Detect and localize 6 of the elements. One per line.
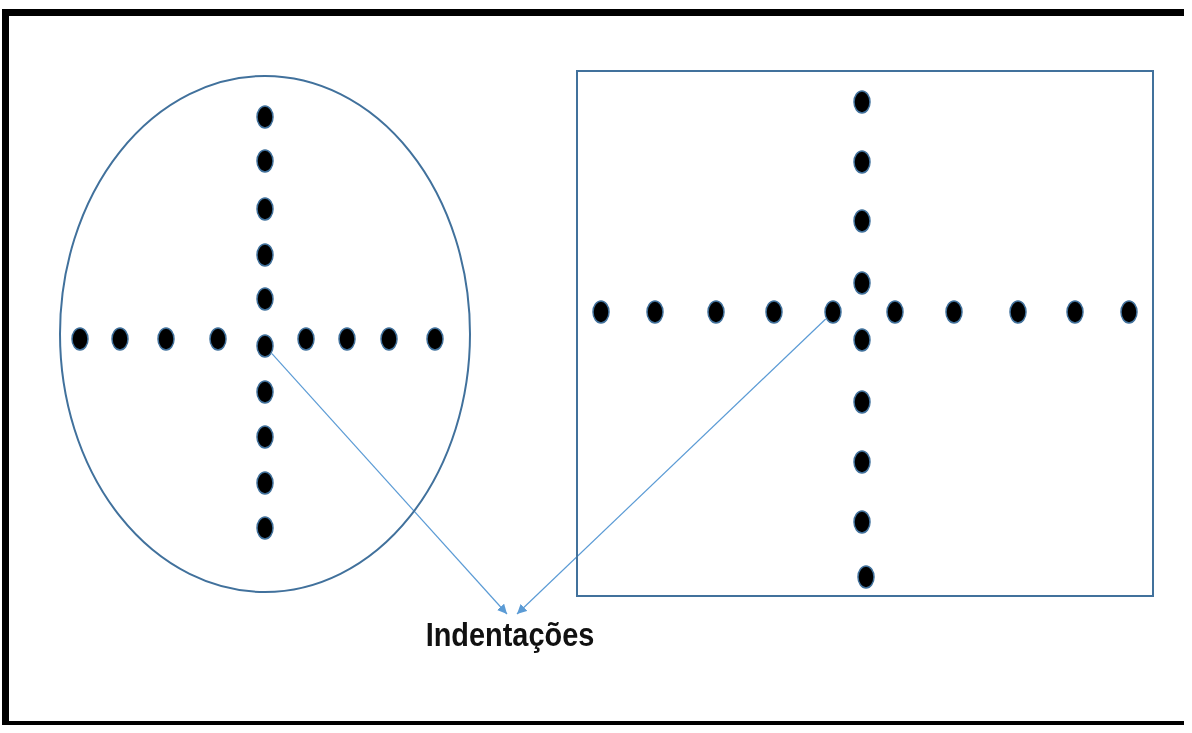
indentation-dot (256, 334, 274, 358)
leader-arrow (516, 318, 827, 615)
ellipse-outline (59, 75, 471, 593)
indentation-dot (824, 300, 842, 324)
leader-arrow (271, 353, 508, 615)
indentation-label: Indentações (399, 614, 621, 658)
